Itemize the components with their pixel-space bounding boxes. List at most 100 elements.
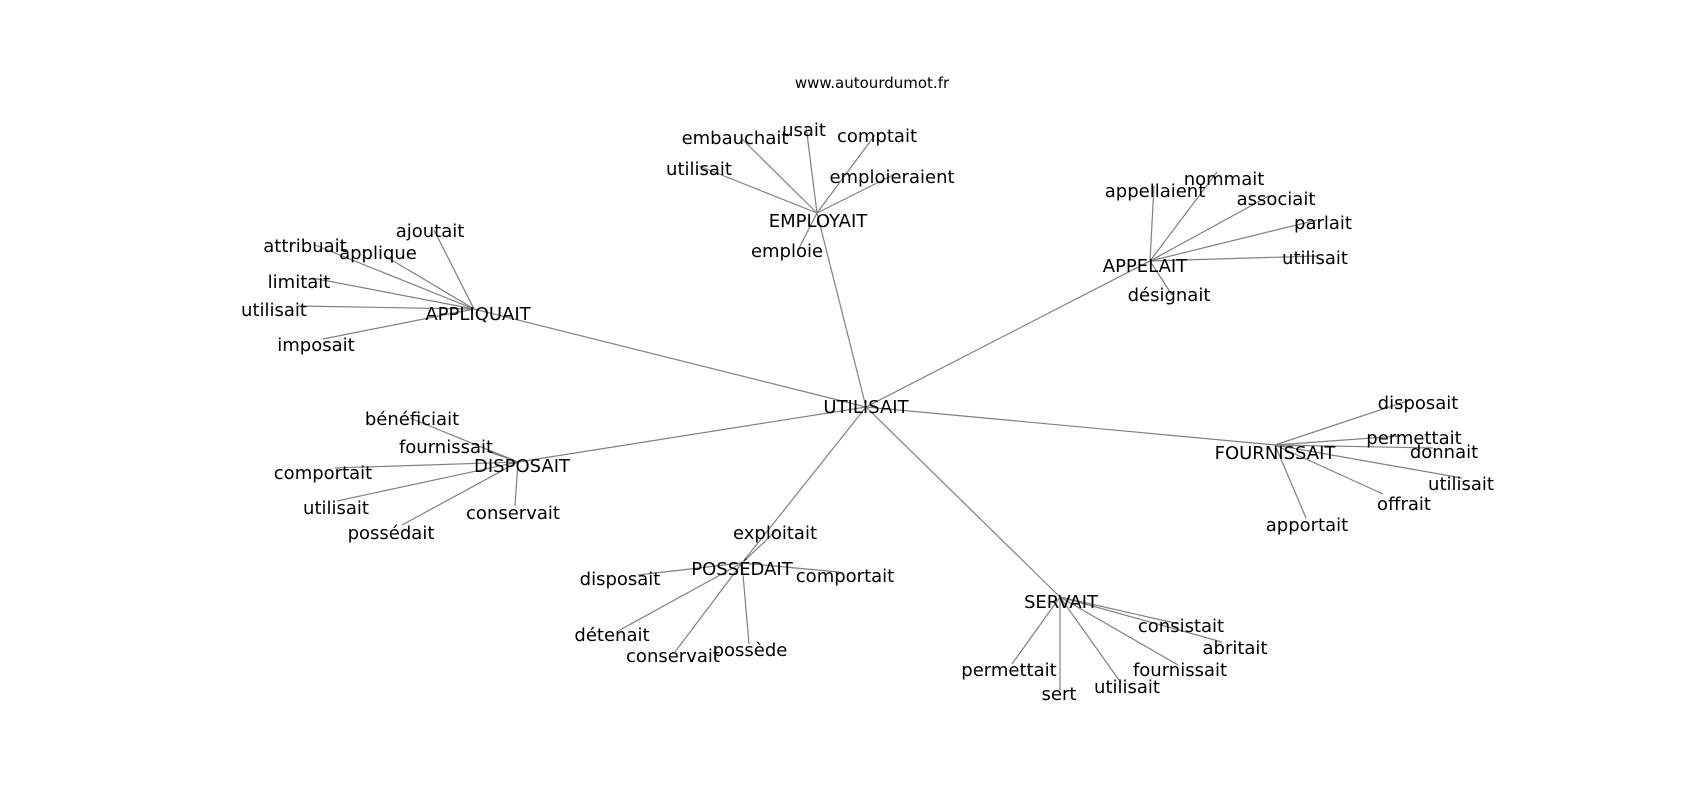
edge-hub-to-leaf — [698, 165, 818, 214]
leaf-word-node[interactable]: embauchait — [682, 128, 789, 149]
edge-hub-to-leaf — [1059, 596, 1179, 666]
leaf-word-node[interactable]: utilisait — [666, 159, 732, 180]
edge-hub-to-leaf — [334, 461, 519, 469]
edge-hub-to-leaf — [1059, 596, 1120, 681]
leaf-word-node[interactable]: nommait — [1184, 169, 1265, 190]
leaf-word-node[interactable]: offrait — [1377, 494, 1431, 515]
leaf-word-node[interactable]: utilisait — [1282, 248, 1348, 269]
edge-hub-to-leaf — [1274, 399, 1411, 446]
edge-hub-to-leaf — [816, 134, 876, 214]
edge-hub-to-leaf — [805, 125, 818, 214]
graph-edges — [297, 125, 1463, 691]
leaf-word-node[interactable]: possédait — [348, 523, 435, 544]
leaf-word-node[interactable]: fournissait — [399, 437, 493, 458]
edge-center-to-hub — [473, 308, 867, 408]
leaf-word-node[interactable]: utilisait — [1428, 474, 1494, 495]
edge-hub-to-leaf — [297, 305, 475, 310]
graph-labels: www.autourdumot.fr UTILISAIT EMPLOYAIT emb… — [241, 74, 1494, 705]
hub-word-node[interactable]: SERVAIT — [1024, 592, 1099, 613]
leaf-word-node[interactable]: abritait — [1202, 638, 1267, 659]
leaf-word-node[interactable]: sert — [1042, 684, 1077, 705]
edge-hub-to-leaf — [1274, 444, 1307, 519]
leaf-word-node[interactable]: ajoutait — [396, 221, 465, 242]
leaf-word-node[interactable]: comportait — [274, 463, 372, 484]
edge-hub-to-leaf — [384, 255, 475, 310]
edge-center-to-hub — [517, 406, 867, 463]
edge-hub-to-leaf — [336, 461, 519, 502]
leaf-word-node[interactable]: détenait — [574, 625, 649, 646]
leaf-word-node[interactable]: comportait — [796, 566, 894, 587]
edge-hub-to-leaf — [741, 562, 840, 573]
leaf-word-node[interactable]: disposait — [580, 569, 661, 590]
leaf-word-node[interactable]: donnait — [1410, 442, 1478, 463]
hub-word-node[interactable]: APPLIQUAIT — [425, 304, 531, 325]
edge-hub-to-leaf — [1274, 435, 1401, 446]
edge-hub-to-leaf — [486, 450, 519, 463]
hub-word-node[interactable]: DISPOSAIT — [474, 456, 571, 477]
leaf-word-node[interactable]: apportait — [1266, 515, 1348, 536]
edge-hub-to-leaf — [311, 277, 475, 310]
edge-center-to-hub — [865, 406, 1061, 598]
edge-hub-to-leaf — [617, 562, 743, 632]
edge-hub-to-leaf — [740, 137, 818, 214]
leaf-word-node[interactable]: comptait — [837, 126, 917, 147]
edge-hub-to-leaf — [1059, 596, 1223, 643]
leaf-word-node[interactable]: désignait — [1128, 285, 1211, 306]
edge-hub-to-leaf — [401, 461, 519, 526]
leaf-word-node[interactable]: parlait — [1294, 213, 1352, 234]
leaf-word-node[interactable]: bénéficiait — [365, 409, 459, 430]
leaf-word-node[interactable]: utilisait — [1094, 677, 1160, 698]
leaf-word-node[interactable]: utilisait — [241, 300, 307, 321]
edge-center-to-hub — [865, 260, 1151, 408]
leaf-word-node[interactable]: possède — [713, 640, 788, 661]
leaf-word-node[interactable]: appellaient — [1105, 181, 1206, 202]
leaf-word-node[interactable]: imposait — [277, 335, 354, 356]
edge-hub-to-leaf — [741, 562, 750, 645]
leaf-word-node[interactable]: associait — [1237, 189, 1316, 210]
leaf-word-node[interactable]: exploitait — [733, 523, 817, 544]
edge-center-to-hub — [741, 406, 867, 564]
edge-hub-to-leaf — [409, 417, 519, 463]
edge-hub-to-leaf — [1149, 195, 1270, 262]
leaf-word-node[interactable]: fournissait — [1133, 660, 1227, 681]
edge-hub-to-leaf — [1149, 171, 1218, 262]
leaf-word-node[interactable]: emploie — [751, 241, 823, 262]
leaf-word-node[interactable]: attribuait — [263, 236, 346, 257]
leaf-word-node[interactable]: permettait — [1366, 428, 1461, 449]
edge-hub-to-leaf — [1011, 596, 1061, 665]
edge-hub-to-leaf — [1274, 444, 1434, 449]
hub-word-node[interactable]: POSSÉDAIT — [691, 558, 793, 580]
hub-word-node[interactable]: FOURNISSAIT — [1215, 443, 1337, 464]
center-word-node[interactable]: UTILISAIT — [823, 397, 909, 418]
edge-hub-to-leaf — [433, 229, 475, 310]
hub-word-node[interactable]: APPELAIT — [1103, 256, 1188, 277]
edge-hub-to-leaf — [322, 308, 475, 340]
edge-hub-to-leaf — [1149, 185, 1155, 262]
leaf-word-node[interactable]: conservait — [626, 646, 720, 667]
edge-center-to-hub — [865, 406, 1276, 446]
edge-hub-to-leaf — [314, 244, 475, 310]
edge-hub-to-leaf — [674, 562, 743, 653]
leaf-word-node[interactable]: utilisait — [303, 498, 369, 519]
edge-hub-to-leaf — [1059, 596, 1180, 625]
leaf-word-node[interactable]: permettait — [961, 660, 1056, 681]
edge-hub-to-leaf — [816, 174, 894, 214]
leaf-word-node[interactable]: conservait — [466, 503, 560, 524]
edge-hub-to-leaf — [741, 529, 778, 564]
leaf-word-node[interactable]: emploieraient — [829, 167, 954, 188]
leaf-word-node[interactable]: limitait — [268, 272, 331, 293]
edge-hub-to-leaf — [1149, 255, 1319, 262]
leaf-word-node[interactable]: consistait — [1138, 616, 1224, 637]
edge-hub-to-leaf — [797, 212, 818, 251]
leaf-word-node[interactable]: applique — [339, 243, 417, 264]
edge-hub-to-leaf — [1149, 219, 1318, 262]
leaf-word-node[interactable]: usait — [782, 120, 826, 141]
leaf-word-node[interactable]: disposait — [1378, 393, 1459, 414]
hub-word-node[interactable]: EMPLOYAIT — [769, 211, 869, 232]
edge-hub-to-leaf — [1149, 260, 1173, 296]
edge-hub-to-leaf — [637, 562, 743, 576]
edge-hub-to-leaf — [1274, 444, 1463, 479]
edge-hub-to-leaf — [1274, 444, 1384, 495]
source-credit: www.autourdumot.fr — [795, 74, 950, 92]
